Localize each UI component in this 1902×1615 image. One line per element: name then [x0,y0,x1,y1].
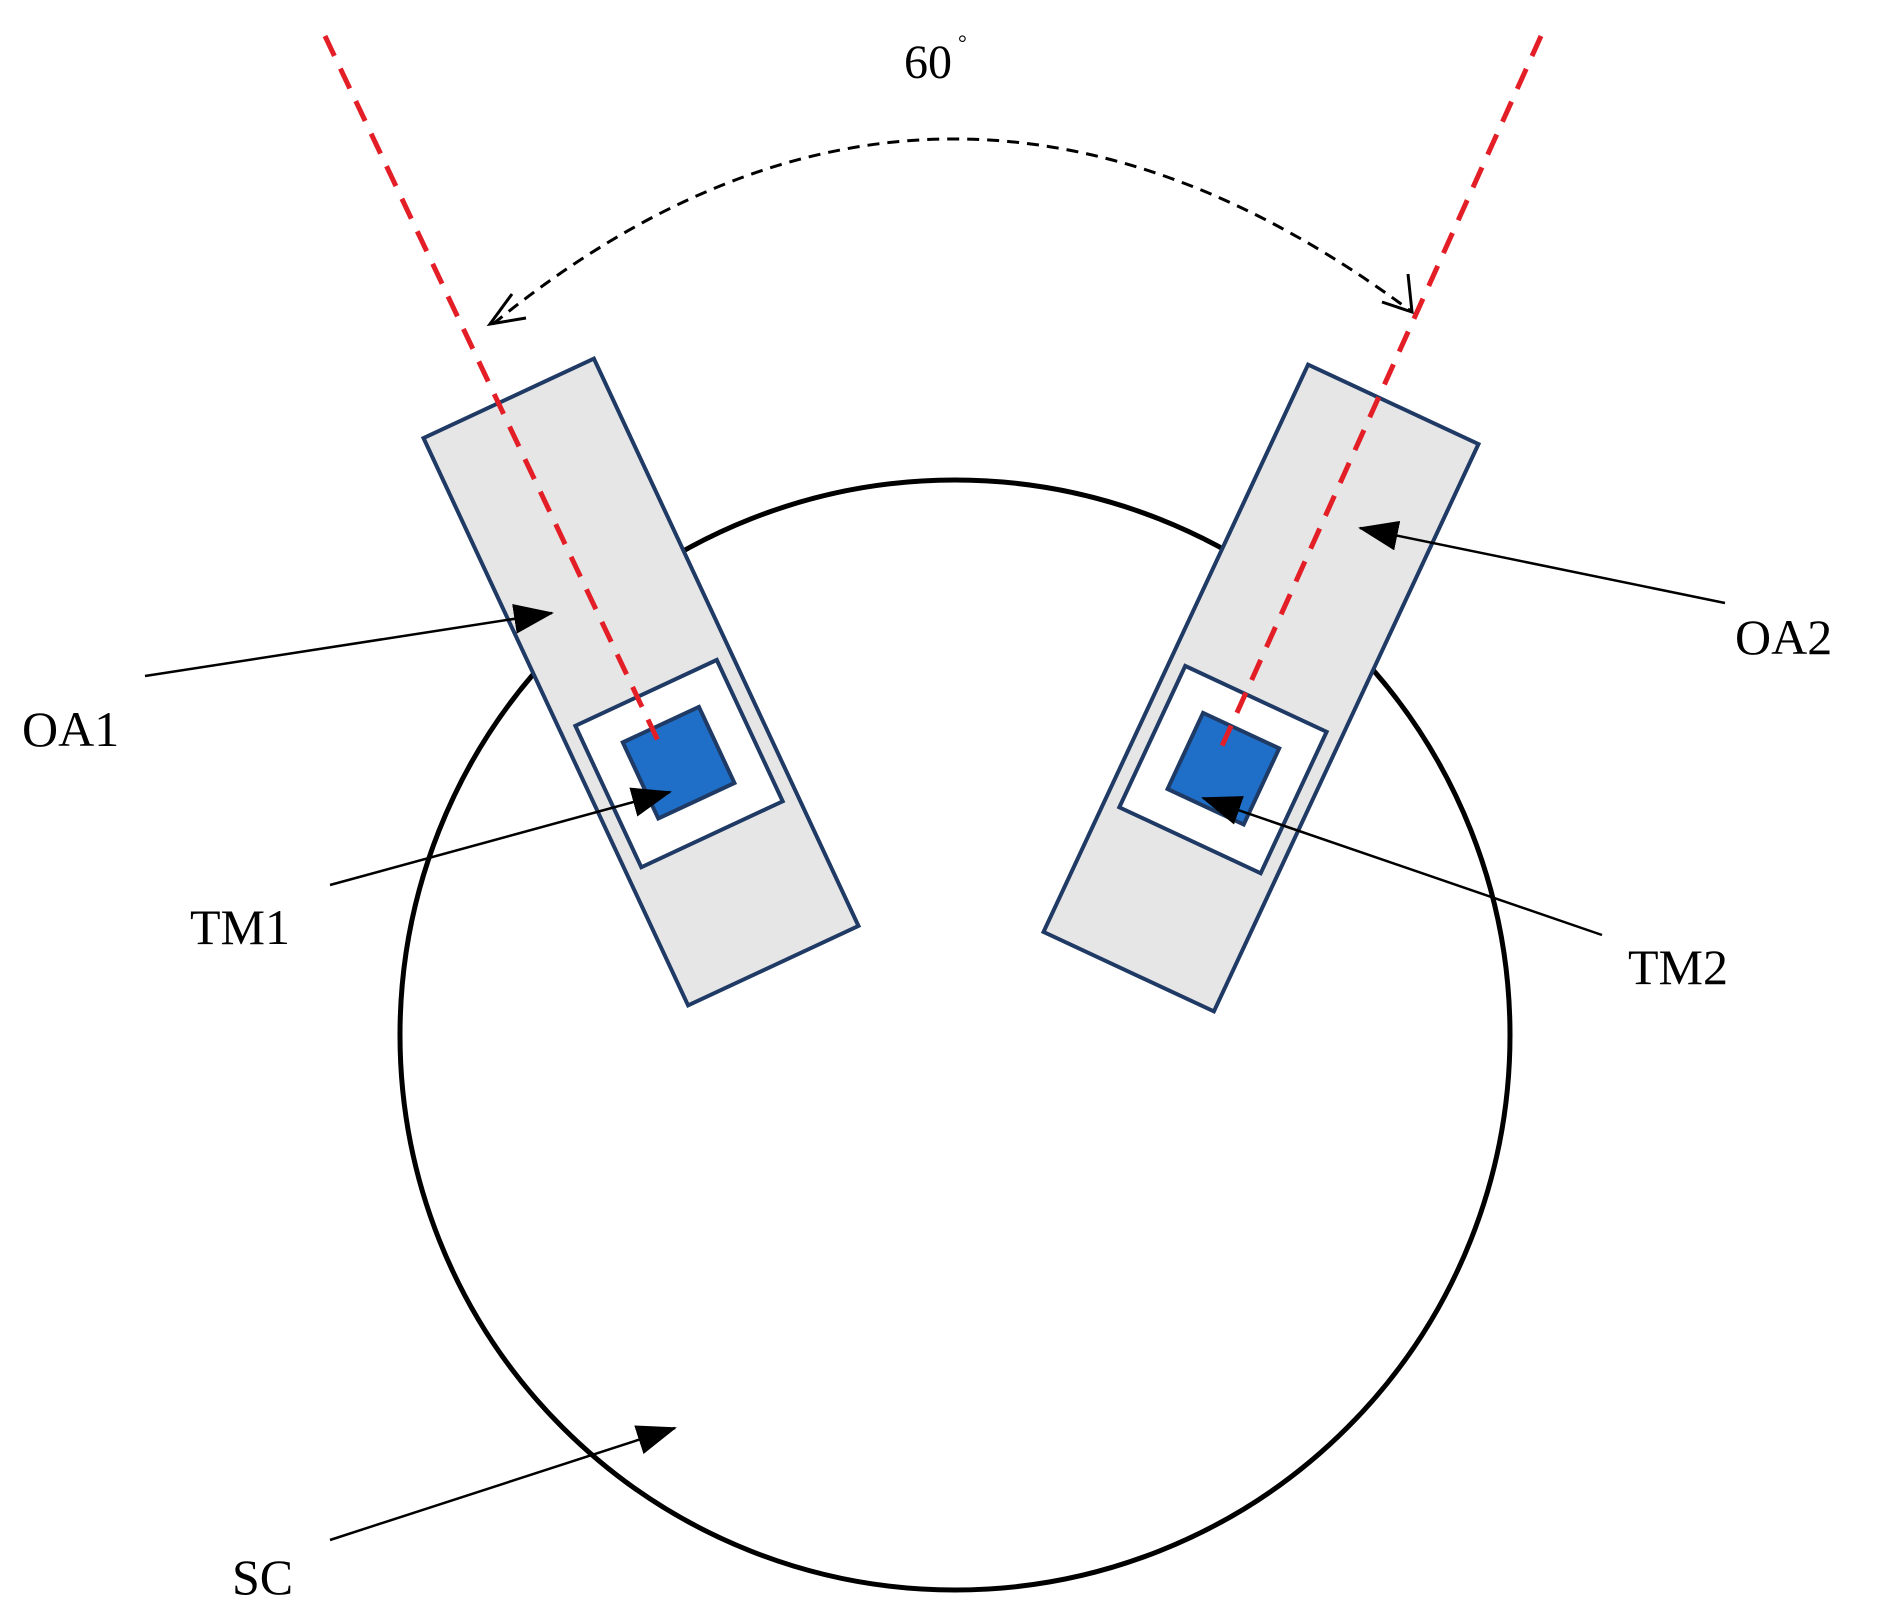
oa2-leader-line [1358,520,1726,605]
oa1-leader-line [144,603,554,678]
oa2-label: OA2 [1735,609,1832,665]
oa1-label: OA1 [22,701,119,757]
angle-arc-arrowhead-right [1381,273,1414,315]
tm1-leader-line [329,787,672,887]
tm2-leader-line [1201,796,1603,937]
angle-degree-symbol: ° [958,30,967,55]
laser-beam-2 [1219,34,1544,748]
tm1-label: TM1 [190,899,290,955]
oa1-housing [420,355,862,1009]
angle-arc-arrowhead-left [486,293,527,327]
spacecraft-circle [397,477,1513,1593]
laser-beam-1 [322,34,663,747]
optical-assembly-1 [420,355,862,1009]
oa2-housing [1040,361,1482,1015]
angle-arc [492,137,1413,326]
angle-value-label: 60 [904,36,952,89]
tm2-label: TM2 [1628,939,1728,995]
optical-assembly-2 [1040,361,1482,1015]
sc-leader-line [329,1425,677,1542]
sc-label: SC [232,1549,293,1605]
